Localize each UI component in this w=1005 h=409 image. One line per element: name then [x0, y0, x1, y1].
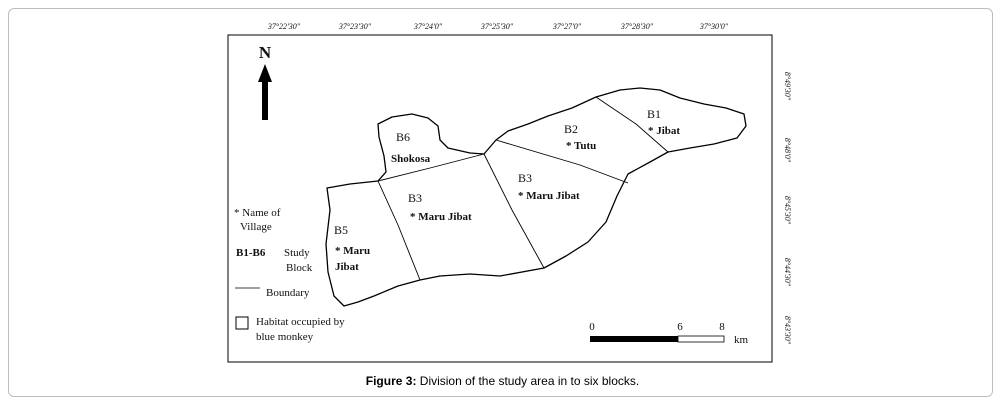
scale-unit: km [734, 334, 749, 346]
right-coordinate-4: 8°44'30" [783, 258, 792, 287]
figure-caption: Figure 3: Division of the study area in … [0, 374, 1005, 388]
village-label-b5-line2: Jibat [335, 261, 359, 273]
right-coordinate-3: 8°45'30" [783, 196, 792, 225]
legend-habitat-box [235, 316, 249, 330]
right-coordinate-1: 8°49'30" [783, 72, 792, 101]
top-coordinate-5: 37°27'0" [552, 22, 582, 31]
block-label-b3-west: B3 [408, 191, 422, 205]
top-coordinate-4: 37°25'30" [480, 22, 514, 31]
top-coordinate-7: 37°30'0" [699, 22, 729, 31]
top-coordinate-1: 37°22'30" [267, 22, 301, 31]
village-label-b1: * Jibat [648, 125, 680, 137]
right-coordinate-5: 8°43'30" [783, 316, 792, 345]
study-area-outline [325, 87, 747, 307]
block-boundaries [377, 96, 669, 281]
village-label-b5-line1: * Maru [335, 245, 370, 257]
scale-bar-filled [590, 336, 678, 342]
scale-tick-8: 8 [719, 321, 725, 333]
block-label-b3-east: B3 [518, 171, 532, 185]
block-label-b5: B5 [334, 223, 348, 237]
block-label-b6: B6 [396, 130, 410, 144]
top-coordinate-2: 37°23'30" [338, 22, 372, 31]
legend-habitat-line2: blue monkey [256, 331, 314, 343]
top-coordinate-6: 37°28'30" [620, 22, 654, 31]
caption-label: Figure 3: [365, 374, 417, 388]
north-arrow-icon [258, 64, 272, 120]
village-label-b2: * Tutu [566, 140, 596, 152]
legend-village-line2: Village [240, 221, 272, 233]
legend-block-line2: Block [286, 262, 313, 274]
village-label-b6: Shokosa [391, 153, 431, 165]
block-label-b2: B2 [564, 122, 578, 136]
village-label-b3-west: * Maru Jibat [410, 211, 472, 223]
legend-block-code: B1-B6 [236, 247, 266, 259]
legend-boundary-label: Boundary [266, 287, 310, 299]
caption-text: Division of the study area in to six blo… [416, 374, 640, 388]
legend-block-line1: Study [284, 247, 310, 259]
legend-village-line1: * Name of [234, 207, 281, 219]
map-border [227, 34, 773, 363]
figure-frame [8, 8, 993, 397]
scale-tick-6: 6 [677, 321, 683, 333]
scale-tick-0: 0 [589, 321, 595, 333]
village-label-b3-east: * Maru Jibat [518, 190, 580, 202]
top-coordinate-3: 37°24'0" [413, 22, 443, 31]
block-label-b1: B1 [647, 107, 661, 121]
north-label: N [259, 43, 272, 62]
legend-habitat-line1: Habitat occupied by [256, 316, 345, 328]
right-coordinate-2: 8°48'0" [783, 138, 792, 163]
scale-bar-empty [677, 335, 725, 343]
